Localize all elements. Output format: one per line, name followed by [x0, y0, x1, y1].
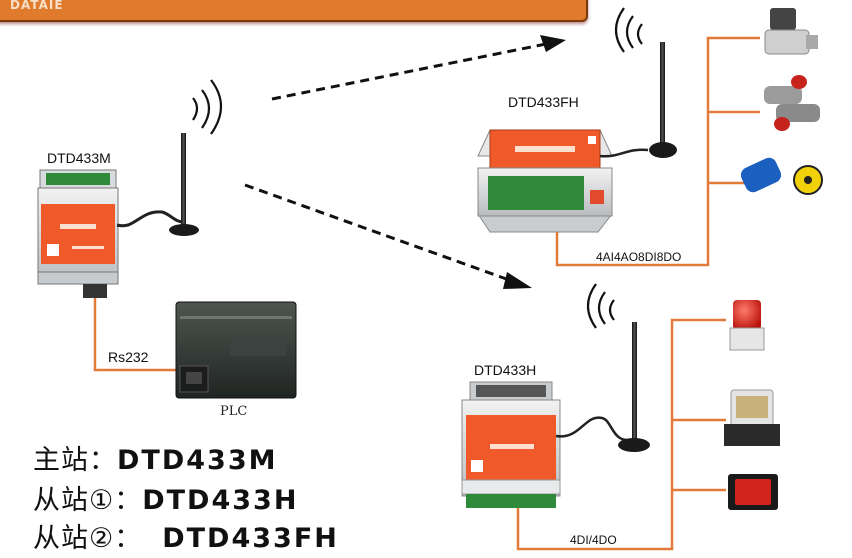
legend-master-prefix: 主站：: [33, 445, 117, 476]
banner-logo: DATAIE: [10, 0, 64, 12]
legend-slave2-value: DTD433FH: [162, 523, 339, 554]
legend-slave1-value: DTD433H: [142, 485, 299, 516]
rocker-switch-icon: [728, 474, 778, 510]
legend-slave1-prefix: 从站①：: [33, 485, 143, 516]
legend-master: 主站：DTD433M: [33, 438, 277, 477]
title-banner: [0, 0, 588, 22]
legend-master-value: DTD433M: [117, 445, 278, 476]
pressure-switch-icon: [764, 75, 820, 131]
solenoid-valve-icon: [764, 8, 818, 55]
master-antenna: [116, 79, 223, 236]
wireless-link-to-h: [244, 183, 532, 289]
wireless-link-to-fh: [271, 35, 566, 101]
fh-device-label: DTD433FH: [508, 94, 579, 110]
h-module: [461, 381, 561, 508]
fh-module: [477, 129, 614, 233]
plc-unit: [175, 301, 297, 399]
fh-io-label: 4AI4AO8DI8DO: [596, 250, 682, 264]
warning-light-icon: [729, 300, 765, 351]
plc-label: PLC: [220, 404, 248, 419]
master-device-label: DTD433M: [47, 150, 111, 166]
h-io-label: 4DI/4DO: [570, 533, 617, 547]
legend-slave2: 从站②： DTD433FH: [33, 516, 339, 555]
master-module: [37, 169, 119, 298]
legend-slave2-prefix: 从站②：: [33, 523, 143, 554]
h-device-label: DTD433H: [474, 362, 537, 378]
legend-slave1: 从站①：DTD433H: [33, 478, 298, 517]
rs232-label: Rs232: [108, 349, 149, 365]
relay-icon: [724, 389, 780, 446]
h-antenna: [555, 283, 650, 452]
fh-antenna: [599, 7, 677, 158]
float-switch-icon: [740, 157, 823, 195]
